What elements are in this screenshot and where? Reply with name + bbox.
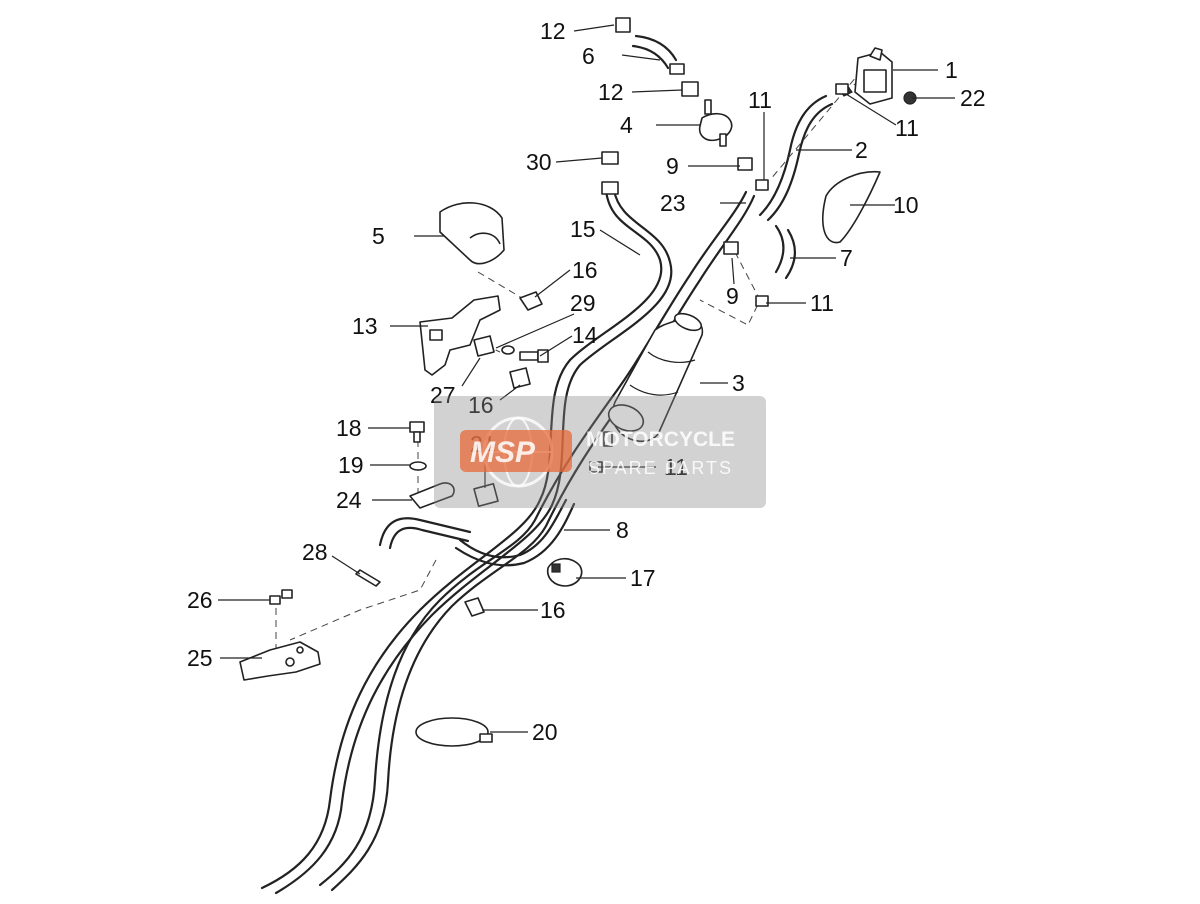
callout-14: 14 bbox=[572, 322, 598, 348]
callout-10: 10 bbox=[893, 192, 919, 218]
callout-7: 7 bbox=[840, 245, 853, 271]
band-clamp-part bbox=[415, 717, 493, 747]
callout-26: 26 bbox=[187, 587, 213, 613]
callout-4: 4 bbox=[620, 112, 633, 138]
bracket-part bbox=[419, 295, 501, 376]
callout-24: 24 bbox=[336, 487, 362, 513]
callout-12b: 12 bbox=[598, 79, 624, 105]
callout-16b: 16 bbox=[468, 392, 494, 418]
callout-15: 15 bbox=[570, 216, 596, 242]
canister-part bbox=[603, 312, 704, 447]
watermark-line1: MOTORCYCLE bbox=[586, 428, 735, 451]
clip-parts bbox=[464, 291, 543, 617]
callout-28: 28 bbox=[302, 539, 328, 565]
watermark: MSP MOTORCYCLE SPARE PARTS bbox=[434, 396, 766, 508]
callout-12a: 12 bbox=[540, 18, 566, 44]
callout-11a: 11 bbox=[748, 87, 772, 113]
fasteners-part bbox=[473, 335, 549, 363]
callout-23: 23 bbox=[660, 190, 686, 216]
clamp-part bbox=[409, 482, 455, 509]
callout-29: 29 bbox=[570, 290, 596, 316]
callout-18: 18 bbox=[336, 415, 362, 441]
callout-16a: 16 bbox=[572, 257, 598, 283]
callout-9b: 9 bbox=[726, 283, 739, 309]
callout-11d: 11 bbox=[664, 454, 688, 480]
hose-assembly bbox=[260, 34, 834, 895]
watermark-line2: SPARE PARTS bbox=[588, 458, 733, 478]
leader-lines bbox=[218, 24, 955, 733]
screw-washer-part bbox=[409, 421, 427, 471]
watermark-logo-badge bbox=[460, 430, 572, 472]
plate-part bbox=[239, 589, 321, 681]
callout-11b: 11 bbox=[895, 115, 919, 141]
callout-6: 6 bbox=[582, 43, 595, 69]
cover-part bbox=[439, 202, 505, 265]
callout-2: 2 bbox=[855, 137, 868, 163]
callout-25: 25 bbox=[187, 645, 213, 671]
callout-13: 13 bbox=[352, 313, 378, 339]
callout-30: 30 bbox=[526, 149, 552, 175]
callout-19: 19 bbox=[338, 452, 364, 478]
callout-9a: 9 bbox=[666, 153, 679, 179]
clip-block-part bbox=[473, 482, 499, 508]
spring-clip-part bbox=[355, 569, 381, 587]
fitting-parts bbox=[589, 17, 849, 473]
watermark-panel bbox=[434, 396, 766, 508]
callout-17: 17 bbox=[630, 565, 656, 591]
callout-labels: 1 2 3 4 5 6 7 8 9 9 10 11 11 11 11 12 12… bbox=[187, 18, 986, 745]
connector-part bbox=[546, 557, 583, 587]
callout-22: 22 bbox=[960, 85, 986, 111]
callout-8: 8 bbox=[616, 517, 629, 543]
filter-part bbox=[698, 99, 733, 147]
sleeve-part bbox=[822, 170, 881, 244]
watermark-logo-text: MSP bbox=[470, 436, 536, 469]
callout-5: 5 bbox=[372, 223, 385, 249]
callout-1: 1 bbox=[945, 57, 958, 83]
callout-3: 3 bbox=[732, 370, 745, 396]
callout-27: 27 bbox=[430, 382, 456, 408]
callout-20: 20 bbox=[532, 719, 558, 745]
callout-11c: 11 bbox=[810, 290, 834, 316]
callout-16c: 16 bbox=[540, 597, 566, 623]
